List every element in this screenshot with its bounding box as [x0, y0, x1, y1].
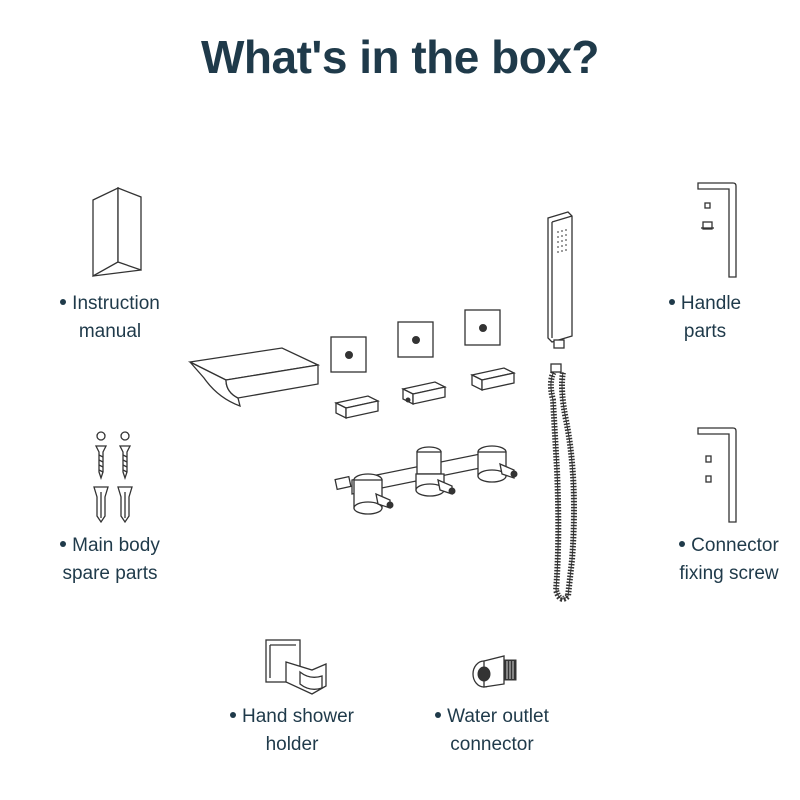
handles-icon [334, 367, 516, 420]
label-hand-shower-holder: Hand shower holder [212, 703, 372, 759]
valve-body-icon [334, 445, 518, 515]
label-main-body-spare-parts: Main body spare parts [40, 532, 180, 588]
bullet-icon [60, 540, 67, 547]
bullet-icon [230, 711, 237, 718]
bullet-icon [668, 298, 675, 305]
handle-parts-icon [697, 182, 737, 278]
hand-shower-holder-icon [265, 639, 327, 695]
shower-hose-icon [547, 363, 577, 602]
bullet-icon [60, 298, 67, 305]
connector-fixing-screw-icon [697, 427, 737, 523]
waterfall-spout-icon [187, 347, 321, 408]
bullet-icon [679, 540, 686, 547]
label-water-outlet-connector: Water outlet connector [412, 703, 572, 759]
hand-shower-icon [547, 211, 573, 349]
label-handle-parts: Handle parts [650, 290, 760, 346]
label-connector-fixing-screw: Connector fixing screw [679, 535, 779, 584]
cover-plates-icon [330, 309, 501, 373]
main-body-spare-parts-icon [93, 431, 133, 524]
label-instruction-manual: Instruction manual [40, 290, 180, 346]
bullet-icon [435, 711, 442, 718]
page-title: What's in the box? [200, 31, 600, 83]
water-outlet-connector-icon [472, 655, 517, 688]
instruction-manual-icon [92, 186, 142, 278]
